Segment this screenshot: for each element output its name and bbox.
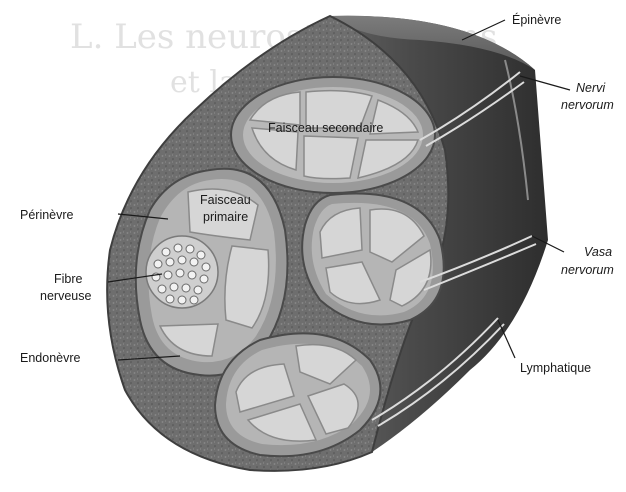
label-faisceau: Faisceau xyxy=(200,193,251,207)
label-nervorum-1: nervorum xyxy=(561,98,614,112)
label-primaire: primaire xyxy=(203,210,248,224)
label-fibre: Fibre xyxy=(54,272,83,286)
label-nervi: Nervi xyxy=(576,81,606,95)
nerve-fibre-bundle xyxy=(146,236,218,308)
label-epinevre: Épinèvre xyxy=(512,12,561,27)
label-nervorum-2: nervorum xyxy=(561,263,614,277)
label-nerveuse: nerveuse xyxy=(40,289,91,303)
label-perinevre: Périnèvre xyxy=(20,208,74,222)
secondary-fascicle xyxy=(231,77,435,193)
label-lymphatique: Lymphatique xyxy=(520,361,591,375)
label-vasa: Vasa xyxy=(584,245,612,259)
label-faisceau-secondaire: Faisceau secondaire xyxy=(268,121,383,135)
label-endonevre: Endonèvre xyxy=(20,351,81,365)
